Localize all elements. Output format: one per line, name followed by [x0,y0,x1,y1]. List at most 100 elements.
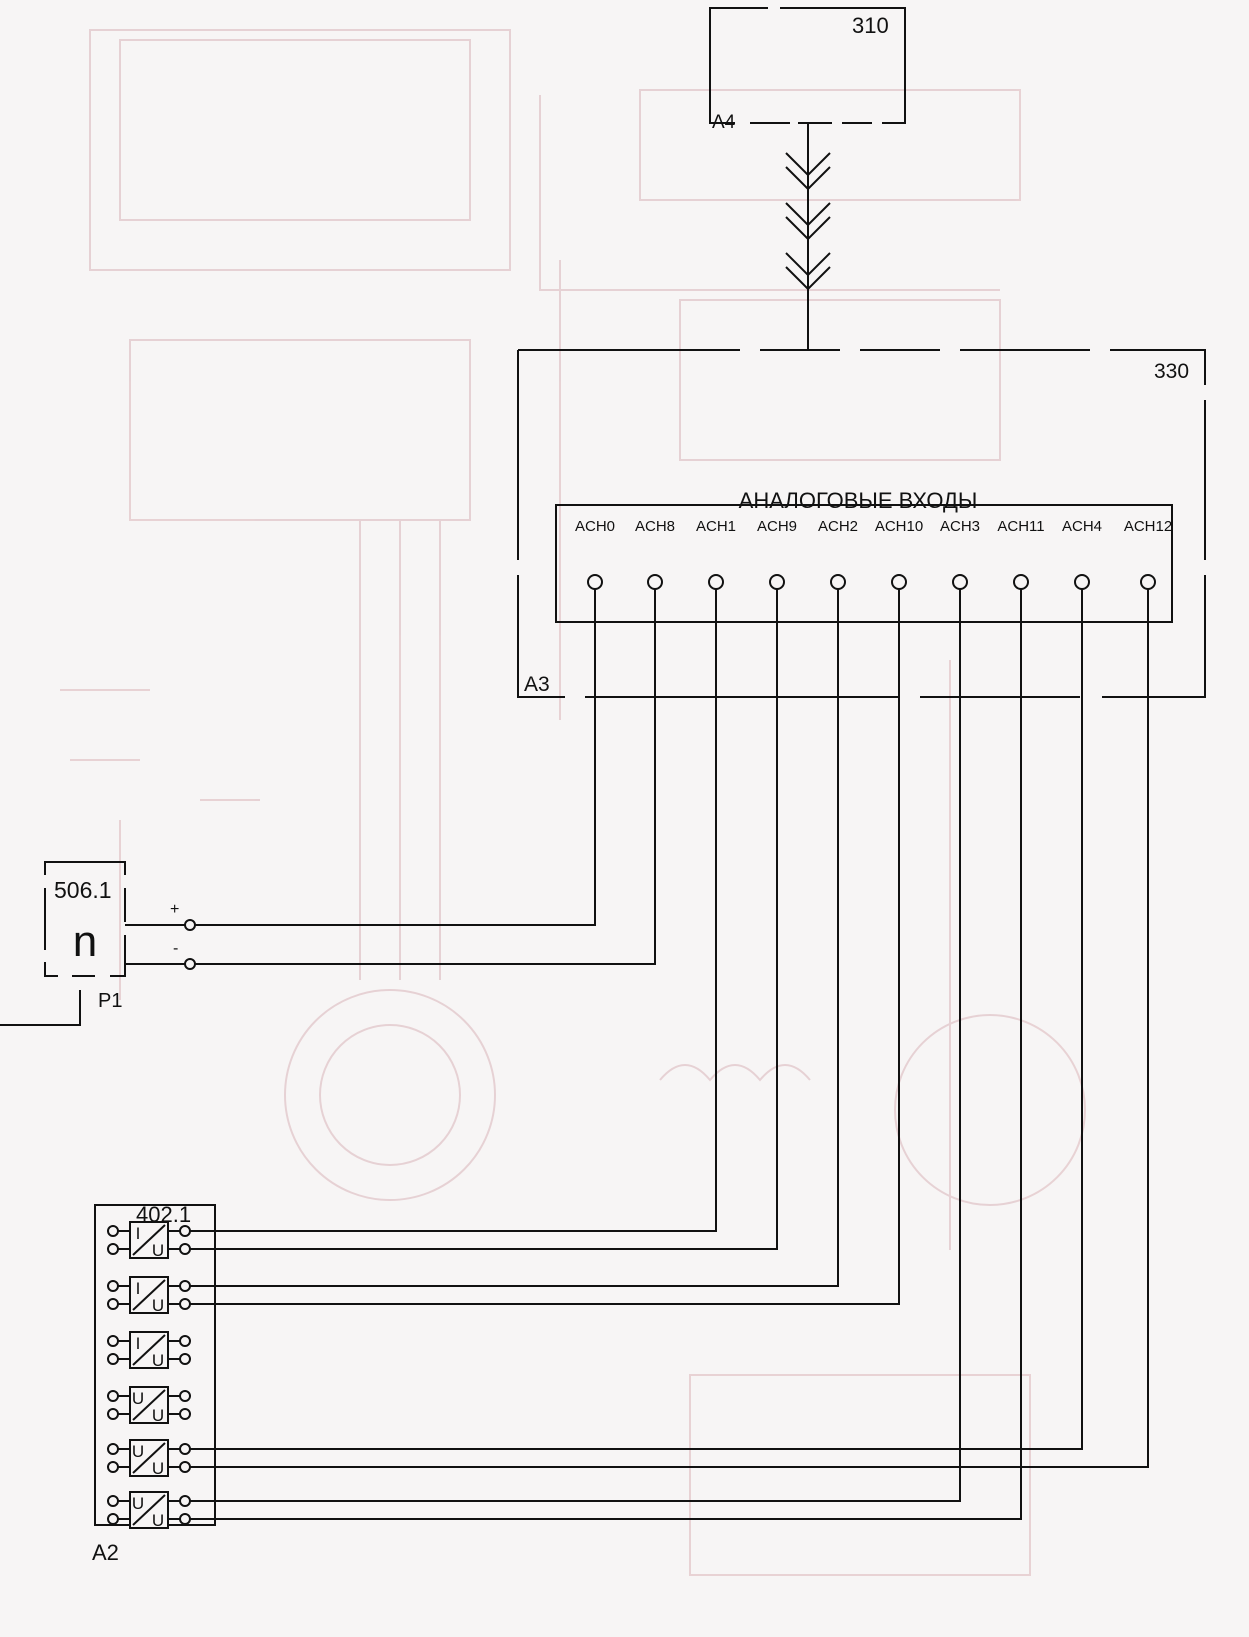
converter-input-terminal [107,1443,119,1455]
channel-terminal-ach3 [952,574,968,590]
converter-2: IU [107,1276,191,1315]
background-ghost [60,29,1086,1576]
converter-input-type: I [136,1224,141,1243]
wire-ach0 [195,589,596,926]
module-506: 506.1 n P1 + - [0,861,196,1026]
converter-input-type: I [136,1334,141,1353]
channel-label-ach8: ACH8 [635,518,675,535]
converter-output-type: U [152,1241,164,1260]
converter-input-terminal [107,1513,119,1525]
module-506-frame [44,861,126,977]
terminal-minus [184,958,196,970]
channel-label-ach10: ACH10 [875,518,923,535]
converter-output-type: U [152,1351,164,1370]
module-330-number: 330 [1154,360,1189,383]
converter-output-terminal [179,1225,191,1237]
channel-terminal-ach11 [1013,574,1029,590]
module-330: 330 A3 АНАЛОГОВЫЕ ВХОДЫ ACH0 ACH8 ACH1 ACH9… [517,349,1206,698]
wire-ach12 [190,589,1149,1468]
converter-output-type: U [152,1511,164,1530]
converter-output-terminal [179,1390,191,1402]
wire-ach4 [190,589,1083,1450]
converter-output-terminal [179,1513,191,1525]
converter-6: UU [107,1491,191,1530]
channel-terminal-ach1 [708,574,724,590]
converter-input-terminal [107,1225,119,1237]
module-330-frame [517,349,1206,698]
converter-5: UU [107,1439,191,1478]
converter-output-terminal [179,1335,191,1347]
wire-ach3 [190,589,961,1502]
channel-label-ach0: ACH0 [575,518,615,535]
converter-3: IU [107,1331,191,1370]
wire-ach1 [190,589,717,1232]
wire-ach10 [190,589,900,1305]
wire-ach9 [190,589,778,1250]
channel-label-ach4: ACH4 [1062,518,1102,535]
converter-input-terminal [107,1461,119,1473]
channel-label-ach9: ACH9 [757,518,797,535]
module-330-ref: A3 [524,673,550,696]
analog-inputs-block [555,504,1173,623]
converter-output-terminal [179,1495,191,1507]
converter-input-type: I [136,1279,141,1298]
converter-input-terminal [107,1243,119,1255]
module-506-number: 506.1 [54,877,112,903]
channel-terminal-ach9 [769,574,785,590]
module-310-number: 310 [852,13,889,38]
converter-output-type: U [152,1406,164,1425]
module-310-frame-left [709,7,768,124]
channel-terminal-ach10 [891,574,907,590]
channel-label-ach1: ACH1 [696,518,736,535]
converter-output-terminal [179,1280,191,1292]
terminal-minus-label: - [173,940,178,957]
channel-terminal-ach2 [830,574,846,590]
converter-output-terminal [179,1243,191,1255]
analog-inputs-title: АНАЛОГОВЫЕ ВХОДЫ [739,488,978,513]
converter-output-terminal [179,1408,191,1420]
converter-output-terminal [179,1443,191,1455]
module-310: 310 A4 [709,7,906,133]
channel-label-ach3: ACH3 [940,518,980,535]
converter-input-terminal [107,1335,119,1347]
converter-input-terminal [107,1298,119,1310]
channel-terminal-ach4 [1074,574,1090,590]
converter-input-type: U [132,1389,144,1408]
module-402-ref: A2 [92,1540,119,1565]
wire-ach2 [190,589,839,1287]
converter-symbol [129,1221,169,1259]
channel-terminal-ach0 [587,574,603,590]
converter-output-terminal [179,1353,191,1365]
module-506-ground-lead [0,990,81,1026]
converter-input-terminal [107,1280,119,1292]
wire-ach8 [195,589,656,965]
converter-output-type: U [152,1296,164,1315]
analog-input-channels: ACH0 ACH8 ACH1 ACH9 ACH2 ACH10 ACH3 ACH11 ACH4 AC… [575,518,1172,590]
module-506-ref: P1 [98,990,122,1012]
converter-input-terminal [107,1353,119,1365]
signal-wires [190,589,1149,1520]
channel-label-ach2: ACH2 [818,518,858,535]
module-310-frame-right [780,7,906,124]
channel-terminal-ach12 [1140,574,1156,590]
converter-input-terminal [107,1390,119,1402]
converter-output-terminal [179,1298,191,1310]
converter-output-terminal [179,1461,191,1473]
speed-sensor-symbol: n [73,917,97,966]
converter-4: UU [107,1386,191,1425]
channel-terminal-ach8 [647,574,663,590]
converter-1: IU [107,1221,191,1260]
converter-input-terminal [107,1408,119,1420]
module-310-ref: A4 [712,112,736,133]
terminal-plus [184,919,196,931]
channel-label-ach11: ACH11 [997,518,1044,535]
cable-connector-icon [785,123,831,350]
converter-input-type: U [132,1442,144,1461]
converter-input-type: U [132,1494,144,1513]
terminal-plus-label: + [170,901,179,918]
channel-label-ach12: ACH12 [1124,518,1172,535]
